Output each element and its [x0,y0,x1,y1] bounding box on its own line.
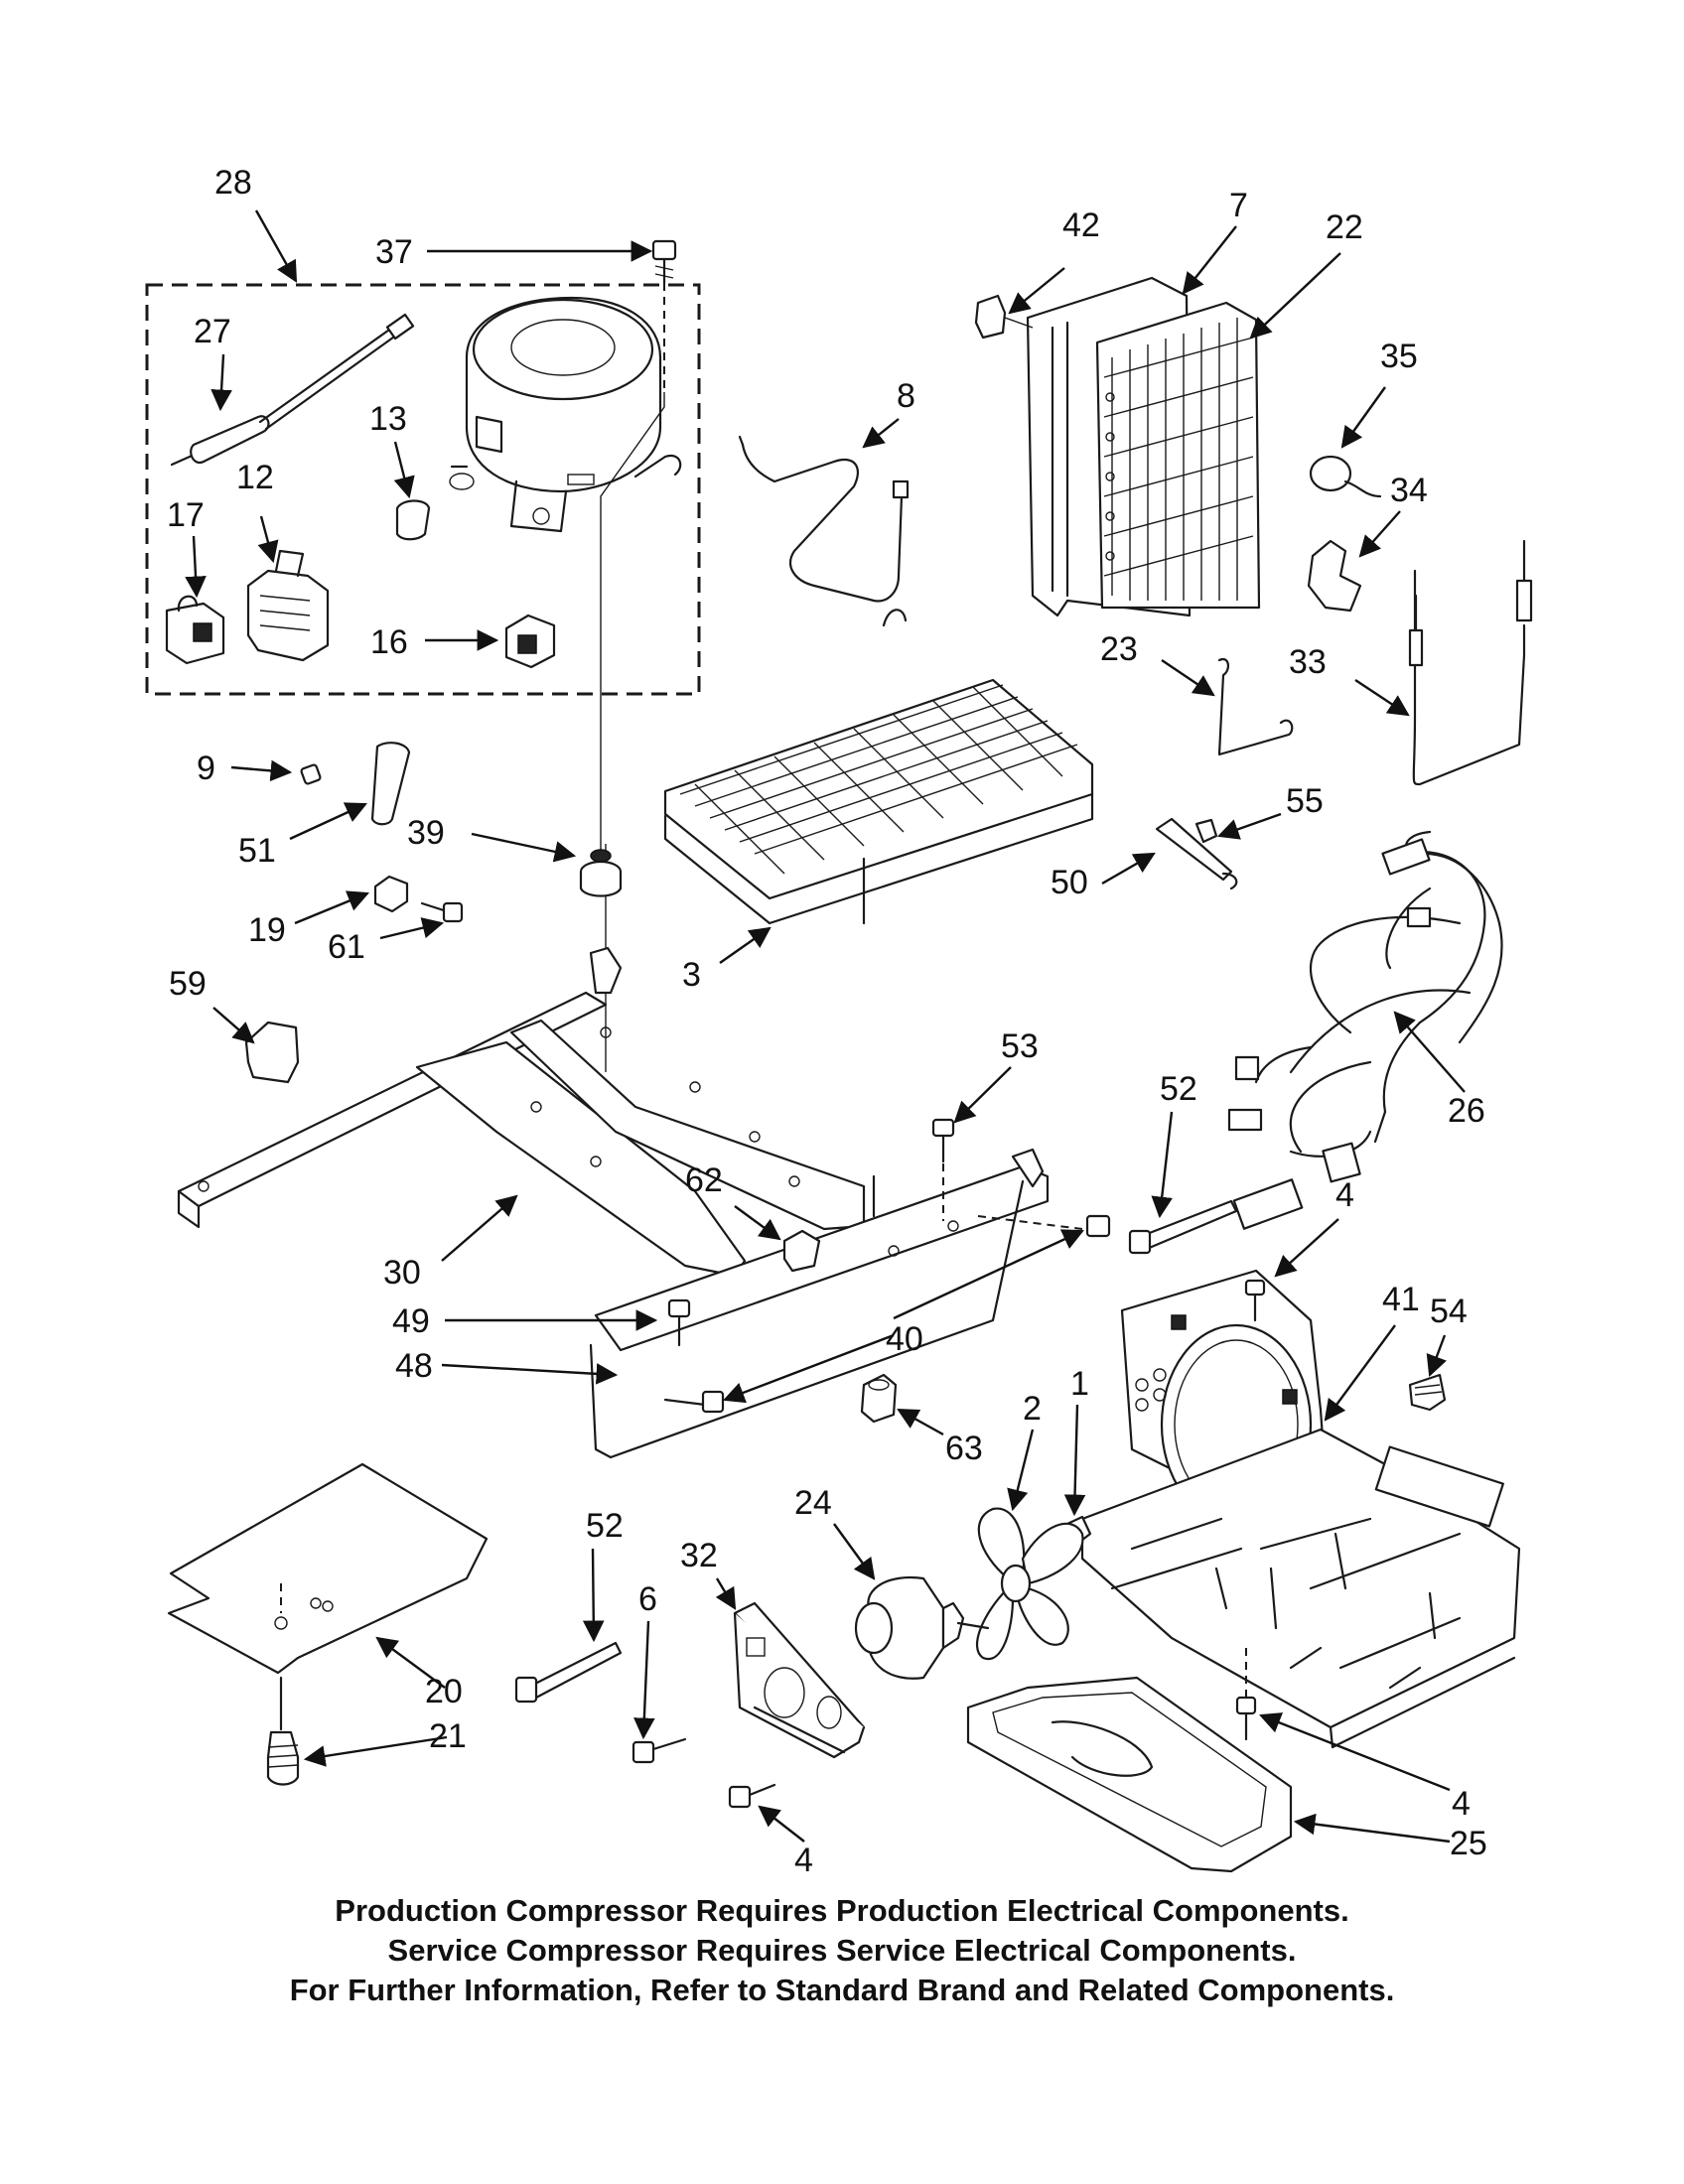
callout-41: 41 [1382,1281,1420,1318]
grommet-39-drawing [579,849,623,897]
bracket-34-drawing [1307,539,1362,613]
callout-2: 2 [1023,1390,1042,1428]
callout-32: 32 [680,1537,718,1574]
callout-27: 27 [194,313,231,350]
callout-52-lower: 52 [586,1507,624,1545]
callout-25: 25 [1450,1825,1487,1862]
part-63-drawing [860,1373,898,1424]
callout-55: 55 [1286,782,1324,820]
callout-4-lower: 4 [794,1842,813,1879]
part-35-drawing [1309,455,1382,498]
screw-4-lower-drawing [728,1783,776,1809]
callout-49: 49 [392,1302,430,1340]
callout-33: 33 [1289,643,1327,681]
callout-21: 21 [429,1717,467,1755]
fan-motor-24-drawing [854,1575,990,1680]
callout-26: 26 [1448,1092,1485,1130]
callout-16: 16 [370,623,408,661]
callout-13: 13 [369,400,407,438]
screw-53-drawing [931,1118,955,1221]
callout-59: 59 [169,965,207,1003]
callout-34: 34 [1390,472,1428,509]
callout-50: 50 [1051,864,1088,901]
callout-37: 37 [375,233,413,271]
callout-6: 6 [638,1580,657,1618]
callout-7: 7 [1229,187,1248,224]
callout-28: 28 [214,164,252,202]
condenser-assembly-drawing [1026,276,1261,617]
callout-35: 35 [1380,338,1418,375]
part-9-drawing [300,763,322,785]
callout-42: 42 [1062,206,1100,244]
callout-62: 62 [685,1161,723,1199]
callout-52-upper: 52 [1160,1070,1197,1108]
callout-1: 1 [1070,1365,1089,1403]
wire-23-drawing [1217,657,1294,756]
fan-shroud-41-drawing [1080,1269,1521,1749]
callout-39: 39 [407,814,445,852]
harness-26-drawing [1227,830,1503,1230]
leader-lines [185,209,1466,1843]
callout-61: 61 [328,928,365,966]
screw-49-drawing [667,1298,691,1347]
plate-20-drawing [167,1462,489,1731]
note-further-information: For Further Information, Refer to Standa… [289,1973,1395,2007]
callout-53: 53 [1001,1027,1039,1065]
compressor-drawing [449,296,682,533]
screw-37-drawing [651,239,677,392]
part-54-drawing [1408,1373,1447,1412]
base-frame-drawing [177,946,1050,1459]
tube-8-drawing [741,443,904,603]
condenser-coil-3-drawing [663,609,1094,925]
callout-8: 8 [897,377,915,415]
part-19-drawing [373,875,409,913]
fan-blade-2-drawing [975,1507,1084,1661]
note-service-compressor: Service Compressor Requires Service Elec… [387,1933,1297,1968]
part-62-drawing [782,1229,821,1273]
callout-54: 54 [1430,1293,1468,1330]
tie-52-lower-drawing [514,1641,623,1704]
callout-9: 9 [197,750,215,787]
callout-12: 12 [236,459,274,496]
drier-27-drawing [170,313,415,467]
callout-40: 40 [886,1320,923,1358]
cap-16-drawing [504,614,556,669]
foot-21-drawing [266,1730,300,1786]
hose-51-drawing [370,742,411,826]
compressor-kit-boundary [145,283,701,696]
bracket-50-drawing [1155,817,1238,890]
screw-40-drawing [663,1214,1111,1414]
screw-6-drawing [632,1737,687,1764]
drain-pan-25-drawing [966,1676,1293,1873]
relay-12-drawing [246,549,330,662]
callout-3: 3 [682,956,701,994]
screw-4-upper-drawing [1244,1279,1266,1322]
footnotes: Production Compressor Requires Productio… [0,1891,1684,2010]
callout-numbers: 28 37 27 13 12 17 16 42 7 22 35 34 8 23 … [167,164,1487,1879]
screw-61-drawing [420,901,464,923]
callout-51: 51 [238,832,276,870]
callout-24: 24 [794,1484,832,1522]
callout-17: 17 [167,496,205,534]
clip-42-drawing [974,294,1007,340]
callout-4-right: 4 [1452,1785,1471,1823]
callout-22: 22 [1326,208,1363,246]
callout-63: 63 [945,1430,983,1467]
overload-17-drawing [165,595,225,665]
callout-30: 30 [383,1254,421,1292]
callout-23: 23 [1100,630,1138,668]
clip-13-drawing [395,499,431,541]
callout-48: 48 [395,1347,433,1385]
motor-bracket-32-drawing [733,1601,866,1759]
note-production-compressor: Production Compressor Requires Productio… [335,1893,1349,1928]
part-59-drawing [244,1021,300,1084]
callout-20: 20 [425,1673,463,1710]
tube-33-drawing [1408,539,1533,786]
screw-4-right-drawing [1235,1648,1257,1741]
tie-52-upper-drawing [1128,1199,1238,1255]
callout-19: 19 [248,911,286,949]
callout-4-upper: 4 [1335,1176,1354,1214]
